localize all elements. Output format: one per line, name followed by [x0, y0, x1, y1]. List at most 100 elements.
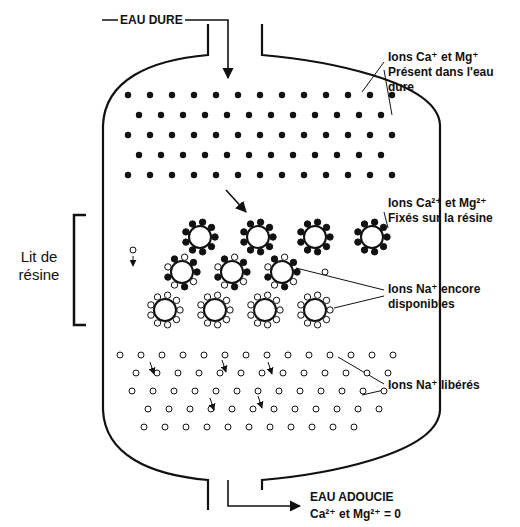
bead-ion	[314, 292, 320, 298]
bead-ion	[371, 249, 377, 255]
sodium-ion	[288, 424, 294, 430]
release-arrow	[222, 360, 226, 372]
bead-ion	[177, 307, 183, 313]
ion-dot	[125, 132, 131, 138]
bead-ion	[212, 234, 218, 240]
sodium-ion	[369, 352, 375, 358]
sodium-ion	[243, 352, 249, 358]
bead-ion	[371, 219, 377, 225]
bead-ion	[254, 320, 260, 326]
resin-bead	[254, 299, 276, 321]
bead-ion	[304, 294, 310, 300]
ion-dot	[169, 172, 175, 178]
bead-ion	[214, 322, 220, 328]
bead-ion	[271, 256, 277, 262]
bead-ion	[240, 278, 246, 284]
bead-ion	[327, 307, 333, 313]
ion-dot	[334, 112, 340, 118]
sodium-ion	[376, 406, 382, 412]
ion-dot	[246, 112, 252, 118]
bead-ion	[189, 247, 195, 253]
bead-ion	[198, 302, 204, 308]
resin-bead	[271, 261, 293, 283]
bead-ion	[257, 219, 263, 225]
sodium-ion	[130, 247, 136, 253]
bead-ion	[199, 249, 205, 255]
bead-ion	[231, 254, 237, 260]
bead-ion	[183, 239, 189, 245]
ion-dot	[279, 172, 285, 178]
bead-ion	[198, 312, 204, 318]
resin-bead	[361, 226, 383, 248]
sodium-ion	[267, 424, 273, 430]
bead-ion	[355, 229, 361, 235]
ion-dot	[136, 152, 142, 158]
ion-dot	[158, 152, 164, 158]
sodium-ion	[150, 388, 156, 394]
bead-ion	[189, 221, 195, 227]
bead-ion	[277, 307, 283, 313]
bead-ion	[266, 243, 272, 249]
bead-ion	[227, 307, 233, 313]
sodium-ion	[166, 406, 172, 412]
ion-dot	[136, 112, 142, 118]
bead-ion	[294, 269, 300, 275]
bead-ion	[327, 234, 333, 240]
bead-ion	[304, 320, 310, 326]
ion-dot	[345, 172, 351, 178]
ion-dot	[235, 92, 241, 98]
ion-dot	[356, 112, 362, 118]
bead-ion	[199, 219, 205, 225]
sodium-ion	[297, 388, 303, 394]
ion-dot	[356, 152, 362, 158]
bead-ion	[208, 224, 214, 230]
sodium-ion	[175, 370, 181, 376]
resin-bed-bracket	[74, 215, 86, 325]
bead-ion	[190, 259, 196, 265]
sodium-ion	[322, 370, 328, 376]
bead-ion	[173, 316, 179, 322]
bead-ion	[223, 297, 229, 303]
ion-dot	[213, 172, 219, 178]
sodium-ion	[313, 406, 319, 412]
bead-ion	[355, 239, 361, 245]
bead-ion	[190, 278, 196, 284]
vessel-outline	[103, 24, 440, 510]
bed-label: Lit de résine	[8, 248, 70, 284]
sodium-ion	[339, 388, 345, 394]
sodium-ion	[355, 406, 361, 412]
bead-ion	[273, 316, 279, 322]
outlet-arrow	[228, 480, 300, 506]
bead-ion	[281, 284, 287, 290]
sodium-ion	[271, 406, 277, 412]
sodium-ion	[117, 352, 123, 358]
ion-dot	[125, 92, 131, 98]
bead-ion	[264, 292, 270, 298]
sodium-ion	[330, 424, 336, 430]
ion-dot	[367, 132, 373, 138]
bead-ion	[265, 264, 271, 270]
sodium-ion	[334, 406, 340, 412]
bead-ion	[384, 234, 390, 240]
ion-dot	[279, 132, 285, 138]
bead-ion	[221, 256, 227, 262]
sodium-ion	[259, 370, 265, 376]
bead-ion	[181, 284, 187, 290]
sodium-ion	[238, 370, 244, 376]
bead-ion	[171, 256, 177, 262]
outlet-label: EAU ADOUCIE	[310, 490, 394, 505]
sodium-ion	[276, 388, 282, 394]
ion-dot	[345, 132, 351, 138]
bead-ion	[323, 316, 329, 322]
bead-ion	[164, 292, 170, 298]
sodium-ion	[264, 352, 270, 358]
ion-dot	[191, 172, 197, 178]
bead-ion	[361, 247, 367, 253]
release-arrow	[133, 256, 134, 266]
sodium-ion	[360, 388, 366, 394]
ion-dot	[290, 112, 296, 118]
sodium-ion	[343, 370, 349, 376]
sodium-ion	[217, 370, 223, 376]
bead-ion	[314, 322, 320, 328]
bead-ion	[204, 320, 210, 326]
